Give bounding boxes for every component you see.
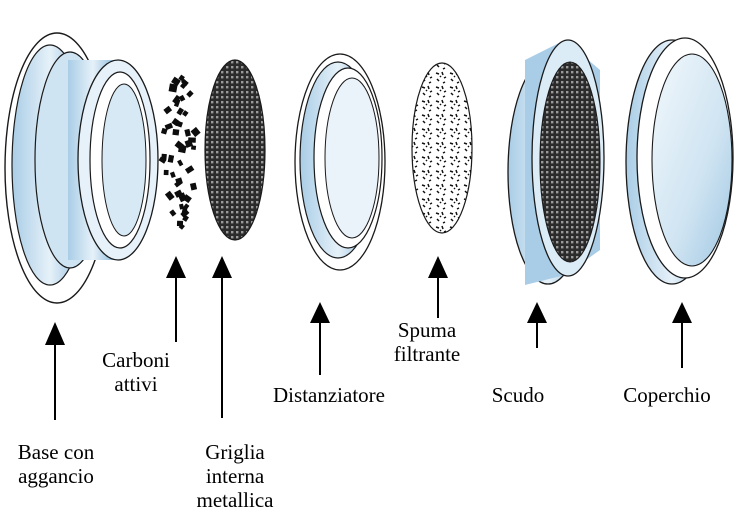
label-griglia: Griglia interna metallica [183, 440, 287, 512]
arrow-distanziatore-head [310, 302, 330, 323]
arrow-carboni-head [166, 256, 186, 278]
carbon-granule [169, 209, 176, 216]
cover-part [626, 38, 733, 284]
filter-foam-part [412, 63, 472, 233]
carbon-granule [184, 129, 191, 137]
carbon-granule [164, 170, 169, 175]
label-coperchio: Coperchio [610, 383, 724, 407]
carbon-granule [178, 145, 187, 154]
arrow-griglia-head [212, 256, 232, 278]
carbon-granule [163, 106, 172, 115]
label-base: Base con aggancio [6, 440, 106, 488]
carbon-granule [177, 159, 183, 166]
label-carboni: Carboni attivi [96, 348, 176, 396]
arrow-coperchio-head [672, 302, 692, 323]
carbon-granule [186, 90, 193, 97]
carbon-granule [169, 83, 178, 92]
label-scudo: Scudo [486, 383, 550, 407]
carbon-granule [170, 172, 176, 179]
arrow-spuma-head [428, 256, 448, 278]
arrow-scudo-head [527, 302, 547, 323]
carbon-granule [190, 183, 197, 191]
carbon-granule [179, 204, 184, 210]
shield-part [508, 40, 604, 285]
base-part [5, 33, 158, 303]
carbon-granule [172, 129, 179, 136]
carbon-granule [168, 155, 174, 163]
spacer-part [295, 54, 385, 270]
carbon-granule [191, 127, 201, 137]
activated-carbon-part [159, 75, 201, 230]
arrow-base-head [45, 322, 65, 345]
carbon-granule [177, 221, 183, 227]
carbon-granule [185, 165, 194, 174]
carbon-granule [165, 191, 175, 201]
carbon-granule [191, 145, 196, 150]
label-distanziatore: Distanziatore [256, 383, 402, 407]
label-spuma: Spuma filtrante [383, 318, 471, 366]
metal-grid-part [205, 60, 265, 240]
